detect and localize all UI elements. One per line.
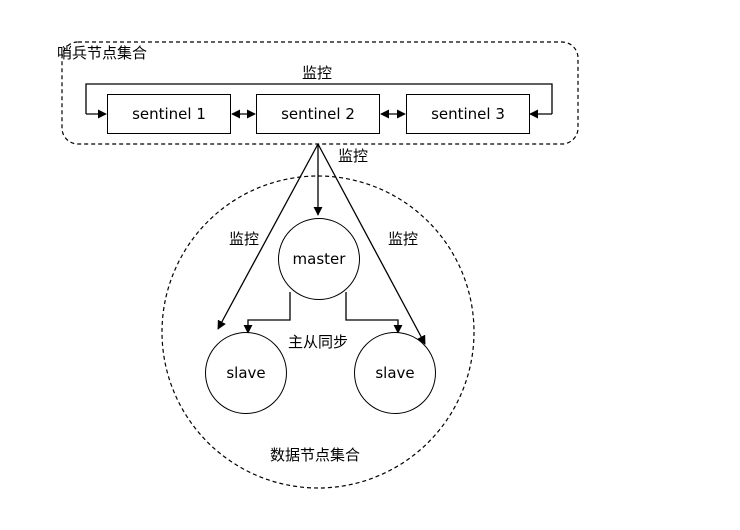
sentinel-3-node: sentinel 3: [406, 94, 530, 134]
slave-node-right: slave: [354, 332, 436, 414]
sync-arrow-left: [243, 292, 291, 334]
monitor-arrow-right-slave: [317, 143, 426, 345]
sentinel-group-title: 哨兵节点集合: [57, 44, 148, 62]
slave-node-left: slave: [205, 332, 287, 414]
monitor-label-left-slave: 监控: [229, 230, 260, 248]
sentinel-2-node: sentinel 2: [256, 94, 380, 134]
sentinel-1-node: sentinel 1: [107, 94, 231, 134]
sentinel-group-border: [61, 41, 579, 145]
sentinel-monitor-loop: [85, 83, 553, 114]
sync-arrow-right: [345, 292, 403, 334]
data-group-border: [161, 175, 475, 489]
master-node: master: [278, 218, 360, 300]
sentinel-monitor-label: 监控: [302, 64, 333, 82]
data-group-title: 数据节点集合: [270, 446, 361, 464]
sync-label: 主从同步: [288, 333, 349, 351]
monitor-label-master: 监控: [338, 147, 369, 165]
monitor-arrow-left-slave: [217, 143, 319, 330]
monitor-label-right-slave: 监控: [388, 230, 419, 248]
